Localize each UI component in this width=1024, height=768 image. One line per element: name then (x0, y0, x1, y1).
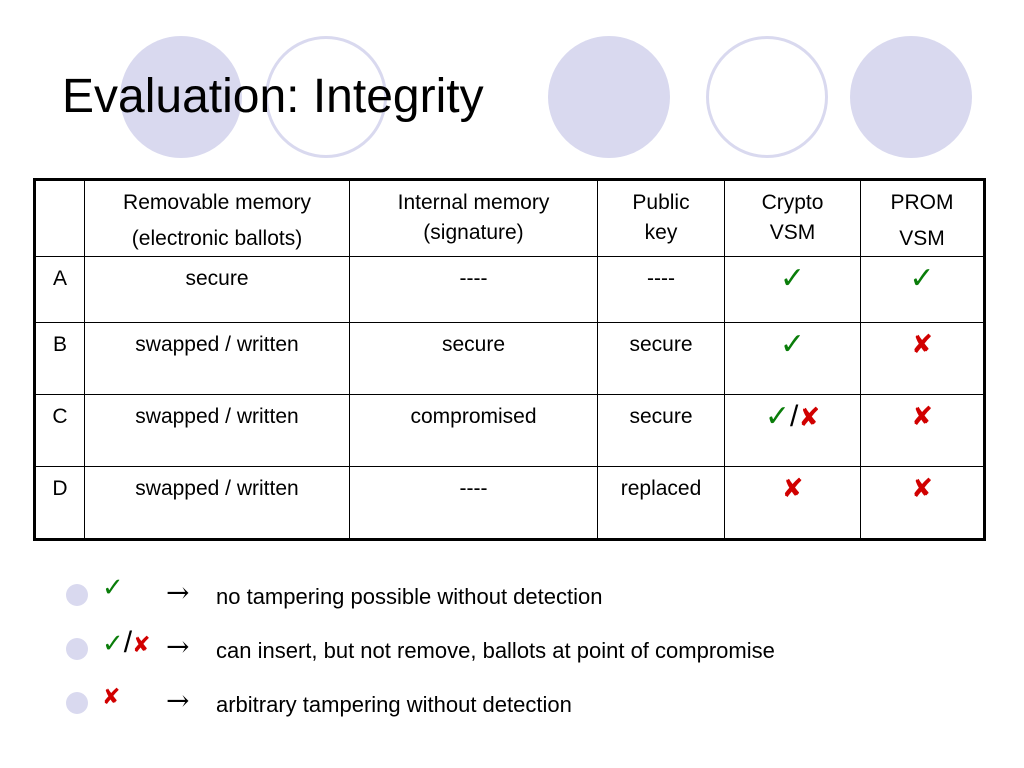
decorative-circle (548, 36, 670, 158)
header-corner (34, 179, 85, 257)
row-label: A (34, 256, 85, 323)
integrity-table: Removable memory (electronic ballots) In… (33, 178, 986, 541)
check-icon: ✓ (909, 261, 935, 296)
bullet-icon (66, 584, 88, 606)
cross-icon: ✘ (132, 633, 151, 658)
table-header-row: Removable memory (electronic ballots) In… (34, 179, 985, 257)
cell-public-key: secure (597, 322, 725, 395)
cross-icon: ✘ (911, 402, 933, 432)
cell-removable-memory: swapped / written (84, 466, 350, 540)
header-prom-vsm: PROM VSM (860, 179, 985, 257)
cross-icon: ✘ (911, 330, 933, 360)
bullet-icon (66, 692, 88, 714)
cell-public-key: ---- (597, 256, 725, 323)
bullet-icon (66, 638, 88, 660)
decorative-circle (850, 36, 972, 158)
cell-prom-vsm: ✘ (860, 466, 985, 540)
header-line: VSM (769, 221, 816, 244)
check-icon: ✓ (779, 261, 806, 296)
header-line: VSM (899, 227, 945, 250)
decorative-ring (706, 36, 828, 158)
header-line: Removable memory (123, 191, 311, 214)
cell-internal-memory: ---- (349, 256, 598, 323)
cell-public-key: secure (597, 394, 725, 467)
check-icon: ✓ (779, 327, 806, 362)
legend-symbol: ✓ (102, 572, 124, 603)
cell-prom-vsm: ✓ (860, 256, 985, 323)
table-row: B swapped / written secure secure ✓ ✘ (34, 322, 985, 395)
legend-text: arbitrary tampering without detection (216, 692, 572, 717)
header-public-key: Public key (597, 179, 725, 257)
arrow-icon: → (166, 684, 190, 717)
row-label: C (34, 394, 85, 467)
header-removable-memory: Removable memory (electronic ballots) (84, 179, 350, 257)
legend-item: ✓/✘ → can insert, but not remove, ballot… (62, 626, 962, 680)
header-line: (electronic ballots) (131, 227, 303, 250)
cell-prom-vsm: ✘ (860, 322, 985, 395)
cell-crypto-vsm: ✘ (724, 466, 861, 540)
slide-title: Evaluation: Integrity (62, 70, 484, 123)
header-internal-memory: Internal memory (signature) (349, 179, 598, 257)
cell-crypto-vsm: ✓/✘ (724, 394, 861, 467)
header-line: Internal memory (397, 191, 550, 214)
check-icon: ✓ (102, 629, 124, 659)
cell-crypto-vsm: ✓ (724, 256, 861, 323)
cell-public-key: replaced (597, 466, 725, 540)
cell-removable-memory: secure (84, 256, 350, 323)
arrow-icon: → (166, 630, 190, 663)
decorative-ring (265, 36, 387, 158)
header-line: (signature) (423, 221, 524, 244)
slash-separator: / (123, 626, 133, 659)
table-row: A secure ---- ---- ✓ ✓ (34, 256, 985, 323)
row-label: D (34, 466, 85, 540)
legend-text: no tampering possible without detection (216, 584, 603, 609)
header-line: Public (632, 191, 690, 214)
cell-crypto-vsm: ✓ (724, 322, 861, 395)
decorative-circle (120, 36, 242, 158)
legend-text: can insert, but not remove, ballots at p… (216, 638, 775, 663)
slash-separator: / (790, 400, 799, 433)
cell-internal-memory: secure (349, 322, 598, 395)
header-line: key (644, 221, 678, 244)
legend-item: ✘ → arbitrary tampering without detectio… (62, 680, 962, 734)
header-crypto-vsm: Crypto VSM (724, 179, 861, 257)
cross-icon: ✘ (102, 685, 121, 710)
table-row: C swapped / written compromised secure ✓… (34, 394, 985, 467)
table-row: D swapped / written ---- replaced ✘ ✘ (34, 466, 985, 540)
legend: ✓ → no tampering possible without detect… (62, 572, 962, 734)
legend-item: ✓ → no tampering possible without detect… (62, 572, 962, 626)
cell-internal-memory: ---- (349, 466, 598, 540)
legend-symbol: ✘ (102, 680, 120, 711)
cell-prom-vsm: ✘ (860, 394, 985, 467)
header-line: PROM (890, 191, 954, 214)
row-label: B (34, 322, 85, 395)
cross-icon: ✘ (781, 474, 804, 504)
cell-internal-memory: compromised (349, 394, 598, 467)
cross-icon: ✘ (798, 403, 821, 433)
arrow-icon: → (166, 576, 190, 609)
cell-removable-memory: swapped / written (84, 394, 350, 467)
cell-removable-memory: swapped / written (84, 322, 350, 395)
cross-icon: ✘ (911, 474, 933, 504)
legend-symbol: ✓/✘ (102, 626, 151, 660)
check-icon: ✓ (764, 399, 790, 434)
header-line: Crypto (761, 191, 824, 214)
check-icon: ✓ (102, 573, 124, 603)
